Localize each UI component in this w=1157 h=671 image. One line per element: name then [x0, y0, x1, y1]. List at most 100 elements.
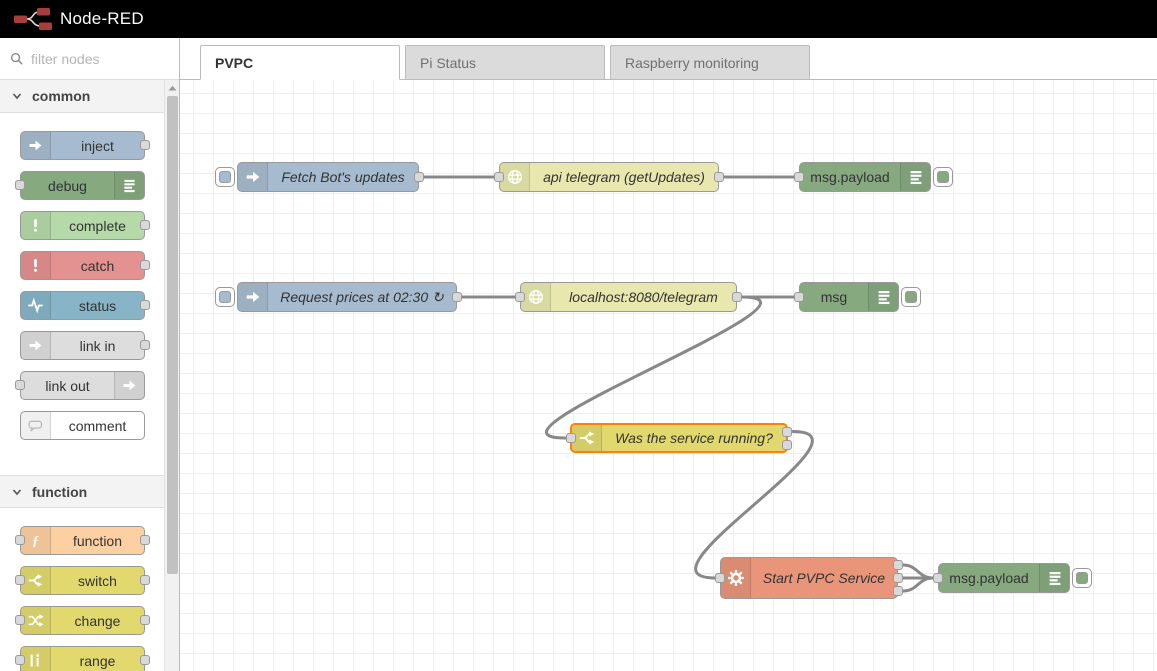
flow-node-inject2[interactable]: Request prices at 02:30 ↻ — [215, 282, 462, 312]
svg-text:ƒ: ƒ — [32, 533, 39, 548]
switch-icon — [579, 431, 594, 445]
wire[interactable] — [901, 563, 935, 580]
palette-node-change[interactable]: change — [15, 606, 150, 635]
inject-arrow-icon — [246, 291, 259, 303]
range-icon — [30, 653, 40, 667]
inject-button[interactable] — [215, 287, 235, 307]
flow-node-debug3[interactable]: msg.payload — [933, 563, 1092, 593]
input-port — [15, 535, 25, 545]
palette-scrollbar[interactable] — [164, 80, 179, 671]
input-port[interactable] — [515, 292, 525, 302]
wire-layer — [422, 175, 935, 593]
palette-category-common[interactable]: common — [0, 80, 164, 113]
inject-arrow-icon — [246, 171, 259, 183]
flow-node-exec1[interactable]: Start PVPC Service — [715, 557, 903, 599]
palette-node-catch[interactable]: catch — [20, 251, 150, 280]
input-port — [15, 615, 25, 625]
debug-list-icon — [1049, 572, 1060, 586]
scroll-up-arrow-icon[interactable] — [165, 80, 179, 95]
input-port — [15, 655, 25, 665]
tab-pi-status[interactable]: Pi Status — [405, 45, 605, 79]
wire[interactable] — [901, 576, 935, 593]
flow-node-http2[interactable]: localhost:8080/telegram — [515, 282, 742, 312]
output-port — [140, 340, 150, 350]
flow-node-inject1[interactable]: Fetch Bot's updates — [215, 162, 424, 192]
switch-icon — [28, 574, 43, 587]
app-header: Node-RED — [0, 0, 1157, 38]
comment-bubble-icon — [28, 420, 43, 432]
palette-node-link-out[interactable]: link out — [15, 371, 145, 400]
exclamation-icon — [34, 219, 37, 232]
search-icon — [10, 52, 23, 65]
tab-pvpc[interactable]: PVPC — [200, 45, 400, 80]
palette-category-function[interactable]: function — [0, 475, 164, 508]
palette-node-status[interactable]: status — [20, 291, 150, 320]
output-port[interactable] — [893, 586, 903, 596]
palette-node-comment[interactable]: comment — [20, 411, 145, 440]
output-port — [140, 260, 150, 270]
globe-icon — [507, 170, 522, 184]
wire[interactable] — [694, 430, 814, 580]
debug-toggle-button[interactable] — [901, 287, 921, 307]
debug-list-icon — [878, 291, 889, 305]
palette-search-input[interactable] — [29, 49, 149, 68]
palette-node-link-in[interactable]: link in — [20, 331, 150, 360]
palette-node-inject[interactable]: inject — [20, 131, 150, 160]
input-port[interactable] — [794, 292, 804, 302]
tab-raspberry-monitoring[interactable]: Raspberry monitoring — [610, 45, 810, 79]
output-port[interactable] — [893, 573, 903, 583]
output-port — [140, 300, 150, 310]
input-port[interactable] — [715, 573, 725, 583]
change-icon — [28, 614, 44, 627]
output-port — [140, 655, 150, 665]
output-port[interactable] — [893, 560, 903, 570]
flow-node-http1[interactable]: api telegram (getUpdates) — [494, 162, 724, 192]
debug-toggle-button[interactable] — [1072, 568, 1092, 588]
flow-node-switch1[interactable]: Was the service running? — [566, 423, 792, 453]
input-port[interactable] — [933, 573, 943, 583]
flow-canvas[interactable]: Fetch Bot's updates api telegram (getUpd… — [180, 80, 1157, 671]
flow-node-debug2[interactable]: msg — [794, 282, 921, 312]
output-port[interactable] — [452, 292, 462, 302]
globe-icon — [528, 290, 543, 304]
debug-list-icon — [124, 179, 135, 193]
input-port[interactable] — [494, 172, 504, 182]
app-title: Node-RED — [60, 9, 144, 28]
output-port — [140, 615, 150, 625]
debug-toggle-button[interactable] — [933, 167, 953, 187]
status-pulse-icon — [28, 297, 43, 314]
output-port[interactable] — [714, 172, 724, 182]
output-port[interactable] — [782, 439, 792, 450]
flow-node-debug1[interactable]: msg.payload — [794, 162, 953, 192]
palette-search-box — [0, 38, 179, 80]
output-port[interactable] — [732, 292, 742, 302]
palette-node-debug[interactable]: debug — [15, 171, 145, 200]
palette-sidebar: common inject debug complete catch status link… — [0, 38, 180, 671]
palette-content: common inject debug complete catch status link… — [0, 80, 164, 671]
output-port — [140, 220, 150, 230]
output-port — [140, 140, 150, 150]
input-port[interactable] — [566, 433, 576, 443]
input-port[interactable] — [794, 172, 804, 182]
input-port — [15, 575, 25, 585]
palette-node-switch[interactable]: switch — [15, 566, 150, 595]
wire[interactable] — [545, 295, 762, 440]
palette-node-range[interactable]: range — [15, 646, 150, 671]
output-port[interactable] — [782, 426, 792, 437]
input-port — [15, 180, 25, 190]
chevron-down-icon — [12, 488, 22, 495]
input-port — [15, 380, 25, 390]
chevron-down-icon — [12, 93, 22, 100]
inject-button[interactable] — [215, 167, 235, 187]
palette-node-complete[interactable]: complete — [20, 211, 150, 240]
node-red-logo — [14, 8, 52, 30]
scrollbar-thumb[interactable] — [167, 96, 178, 574]
output-port[interactable] — [414, 172, 424, 182]
link-arrow-icon — [123, 380, 136, 391]
exclamation-icon — [34, 259, 37, 272]
gear-icon — [727, 570, 744, 586]
